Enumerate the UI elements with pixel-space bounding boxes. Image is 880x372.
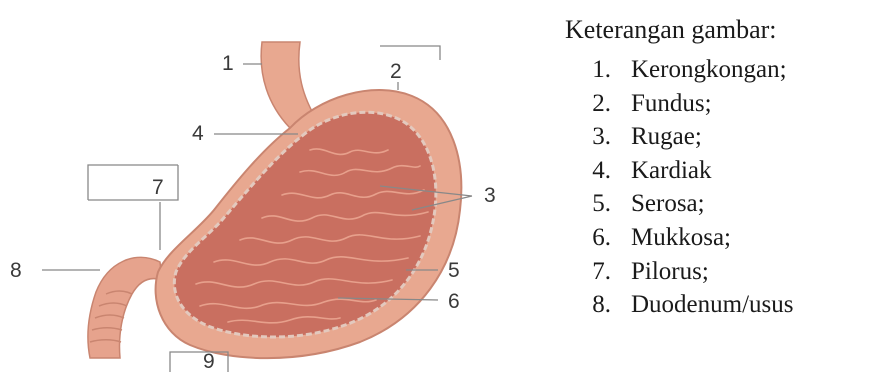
label-7: 7 [152,176,164,199]
legend-item-text: Mukkosa; [631,221,731,255]
leader-line-9 [170,352,228,372]
legend-item-number: 3. [565,120,611,154]
legend-item-number: 1. [565,53,611,87]
legend-title: Keterangan gambar: [565,12,880,48]
legend: Keterangan gambar: 1. Kerongkongan; 2. Fun… [565,12,880,322]
legend-item-text: Serosa; [631,187,705,221]
leader-line-2 [380,46,440,90]
legend-item-text: Duodenum/usus [631,288,794,322]
stomach-diagram: 1 2 3 4 5 6 7 8 9 [0,0,540,372]
legend-item: 2. Fundus; [565,87,880,121]
label-9: 9 [203,350,215,372]
legend-item-number: 5. [565,187,611,221]
legend-item-number: 2. [565,87,611,121]
label-1: 1 [222,52,234,75]
legend-item-text: Kardiak [631,154,712,188]
legend-item-number: 7. [565,255,611,289]
label-8: 8 [10,259,22,282]
legend-item: 1. Kerongkongan; [565,53,880,87]
label-4: 4 [192,122,204,145]
leader-line-7 [88,165,178,250]
legend-item: 6. Mukkosa; [565,221,880,255]
legend-item-text: Pilorus; [631,255,709,289]
legend-item: 7. Pilorus; [565,255,880,289]
label-5: 5 [448,259,460,282]
legend-item-text: Fundus; [631,87,712,121]
label-3: 3 [484,184,496,207]
legend-item: 5. Serosa; [565,187,880,221]
legend-list: 1. Kerongkongan; 2. Fundus; 3. Rugae; 4. Kar… [565,53,880,322]
legend-item-number: 8. [565,288,611,322]
legend-item-text: Rugae; [631,120,702,154]
duodenum [88,257,162,358]
legend-item: 3. Rugae; [565,120,880,154]
label-6: 6 [448,290,460,313]
legend-item: 8. Duodenum/usus [565,288,880,322]
legend-item-text: Kerongkongan; [631,53,787,87]
legend-item-number: 4. [565,154,611,188]
label-2: 2 [390,60,402,83]
legend-item: 4. Kardiak [565,154,880,188]
legend-item-number: 6. [565,221,611,255]
